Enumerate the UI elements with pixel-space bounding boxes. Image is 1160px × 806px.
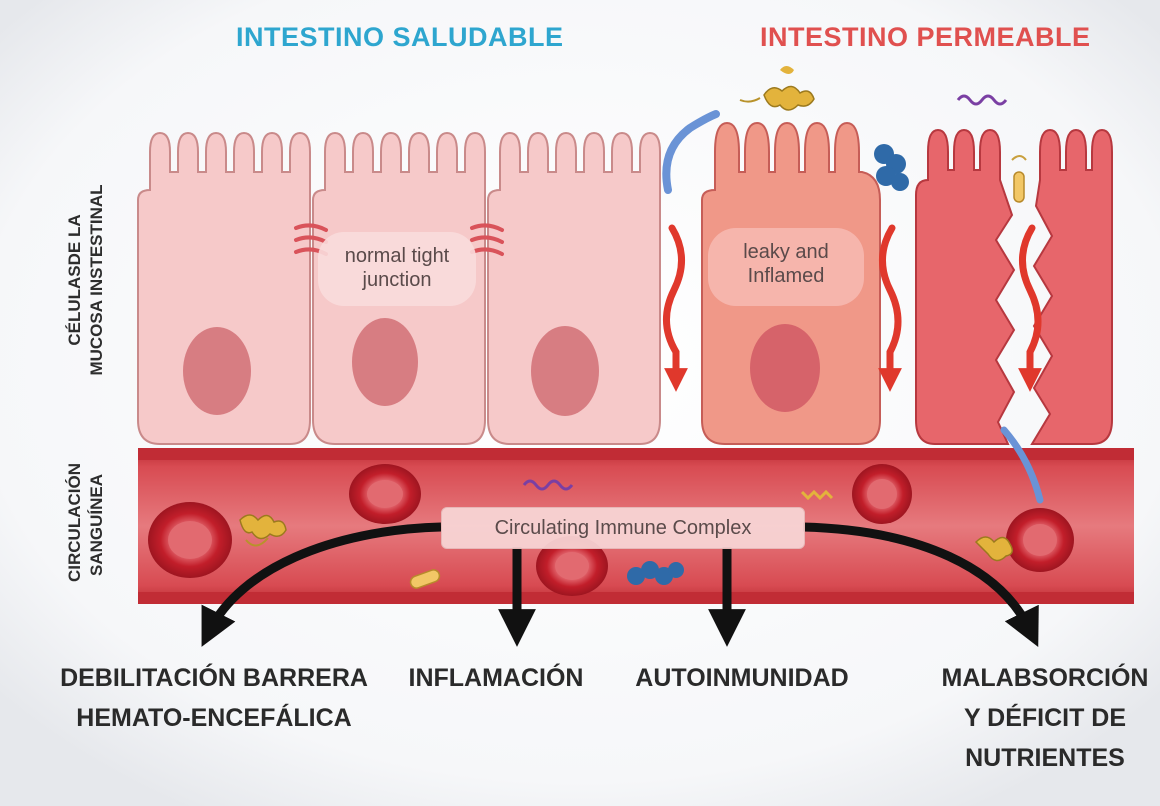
nucleus bbox=[183, 327, 251, 415]
title-leaky: INTESTINO PERMEABLE bbox=[760, 22, 1091, 53]
outcome-autoimmunity-text: AUTOINMUNIDAD bbox=[632, 658, 852, 698]
outcome-bbb: DEBILITACIÓN BARRERA HEMATO-ENCEFÁLICA bbox=[58, 658, 370, 738]
outcome-malabsorption-line2: Y DÉFICIT DE bbox=[940, 698, 1150, 738]
rbc bbox=[852, 464, 912, 524]
leaky-cell-left bbox=[916, 130, 1014, 444]
label-healthy-line2: junction bbox=[324, 268, 470, 292]
outcome-autoimmunity: AUTOINMUNIDAD bbox=[632, 658, 852, 698]
side-label-cells-line1: CÉLULASDE LA bbox=[64, 170, 86, 390]
nucleus bbox=[531, 326, 599, 416]
side-label-blood: CIRCULACIÓN SANGUÍNEA bbox=[64, 468, 108, 582]
outcome-bbb-line1: DEBILITACIÓN BARRERA bbox=[58, 658, 370, 698]
nucleus bbox=[750, 324, 820, 412]
healthy-cell-1 bbox=[138, 133, 310, 444]
outcome-inflammation-text: INFLAMACIÓN bbox=[404, 658, 588, 698]
side-label-blood-line2: SANGUÍNEA bbox=[86, 468, 108, 582]
outcome-inflammation: INFLAMACIÓN bbox=[404, 658, 588, 698]
outcome-bbb-line2: HEMATO-ENCEFÁLICA bbox=[58, 698, 370, 738]
label-leaky-line1: leaky and bbox=[716, 240, 856, 264]
label-leaky-inflamed: leaky and Inflamed bbox=[716, 240, 856, 288]
rod-bacterium bbox=[1014, 172, 1024, 202]
healthy-cell-3 bbox=[488, 133, 660, 444]
outcome-malabsorption: MALABSORCIÓN Y DÉFICIT DE NUTRIENTES bbox=[940, 658, 1150, 778]
circulating-immune-complex-label: Circulating Immune Complex bbox=[441, 507, 805, 549]
side-label-blood-line1: CIRCULACIÓN bbox=[64, 468, 86, 582]
outcome-malabsorption-line3: NUTRIENTES bbox=[940, 738, 1150, 778]
rbc bbox=[148, 502, 232, 578]
label-healthy-line1: normal tight bbox=[324, 244, 470, 268]
outcome-malabsorption-line1: MALABSORCIÓN bbox=[940, 658, 1150, 698]
rbc bbox=[349, 464, 421, 524]
rbc bbox=[1006, 508, 1074, 572]
label-normal-tight-junction: normal tight junction bbox=[324, 244, 470, 292]
side-label-cells: CÉLULASDE LA MUCOSA INSTESTINAL bbox=[64, 170, 108, 390]
title-healthy: INTESTINO SALUDABLE bbox=[236, 22, 564, 53]
side-label-cells-line2: MUCOSA INSTESTINAL bbox=[86, 170, 108, 390]
label-leaky-line2: Inflamed bbox=[716, 264, 856, 288]
nucleus bbox=[352, 318, 418, 406]
